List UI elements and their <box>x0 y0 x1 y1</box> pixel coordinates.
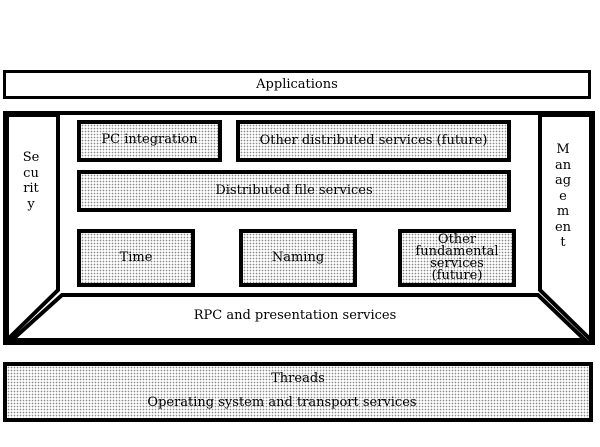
rpc-layer <box>6 293 590 342</box>
other-distributed-services-label: Other distributed services (future) <box>259 133 488 148</box>
distributed-file-services-label: Distributed file services <box>215 183 373 198</box>
pc-integration-label: PC integration <box>101 132 198 147</box>
applications-label: Applications <box>256 76 338 92</box>
time-label: Time <box>119 250 153 265</box>
pc-integration-box: PC integration <box>77 120 222 162</box>
time-box: Time <box>77 229 195 287</box>
management-pillar <box>538 113 593 345</box>
other-distributed-services-box: Other distributed services (future) <box>236 120 511 162</box>
security-label: Security <box>22 150 40 212</box>
other-fundamental-services-label: Other fundamental services (future) <box>415 232 499 283</box>
os-transport-label: Operating system and transport services <box>147 395 417 410</box>
distributed-file-services-box: Distributed file services <box>77 170 511 212</box>
security-pillar <box>5 113 60 345</box>
naming-label: Naming <box>271 250 325 265</box>
rpc-label: RPC and presentation services <box>193 308 397 323</box>
management-label: Management <box>554 142 572 250</box>
threads-os-layer <box>3 362 593 422</box>
applications-layer: Applications <box>3 70 591 99</box>
threads-label: Threads <box>271 371 325 386</box>
other-fundamental-services-box: Other fundamental services (future) <box>398 229 516 287</box>
naming-box: Naming <box>239 229 357 287</box>
